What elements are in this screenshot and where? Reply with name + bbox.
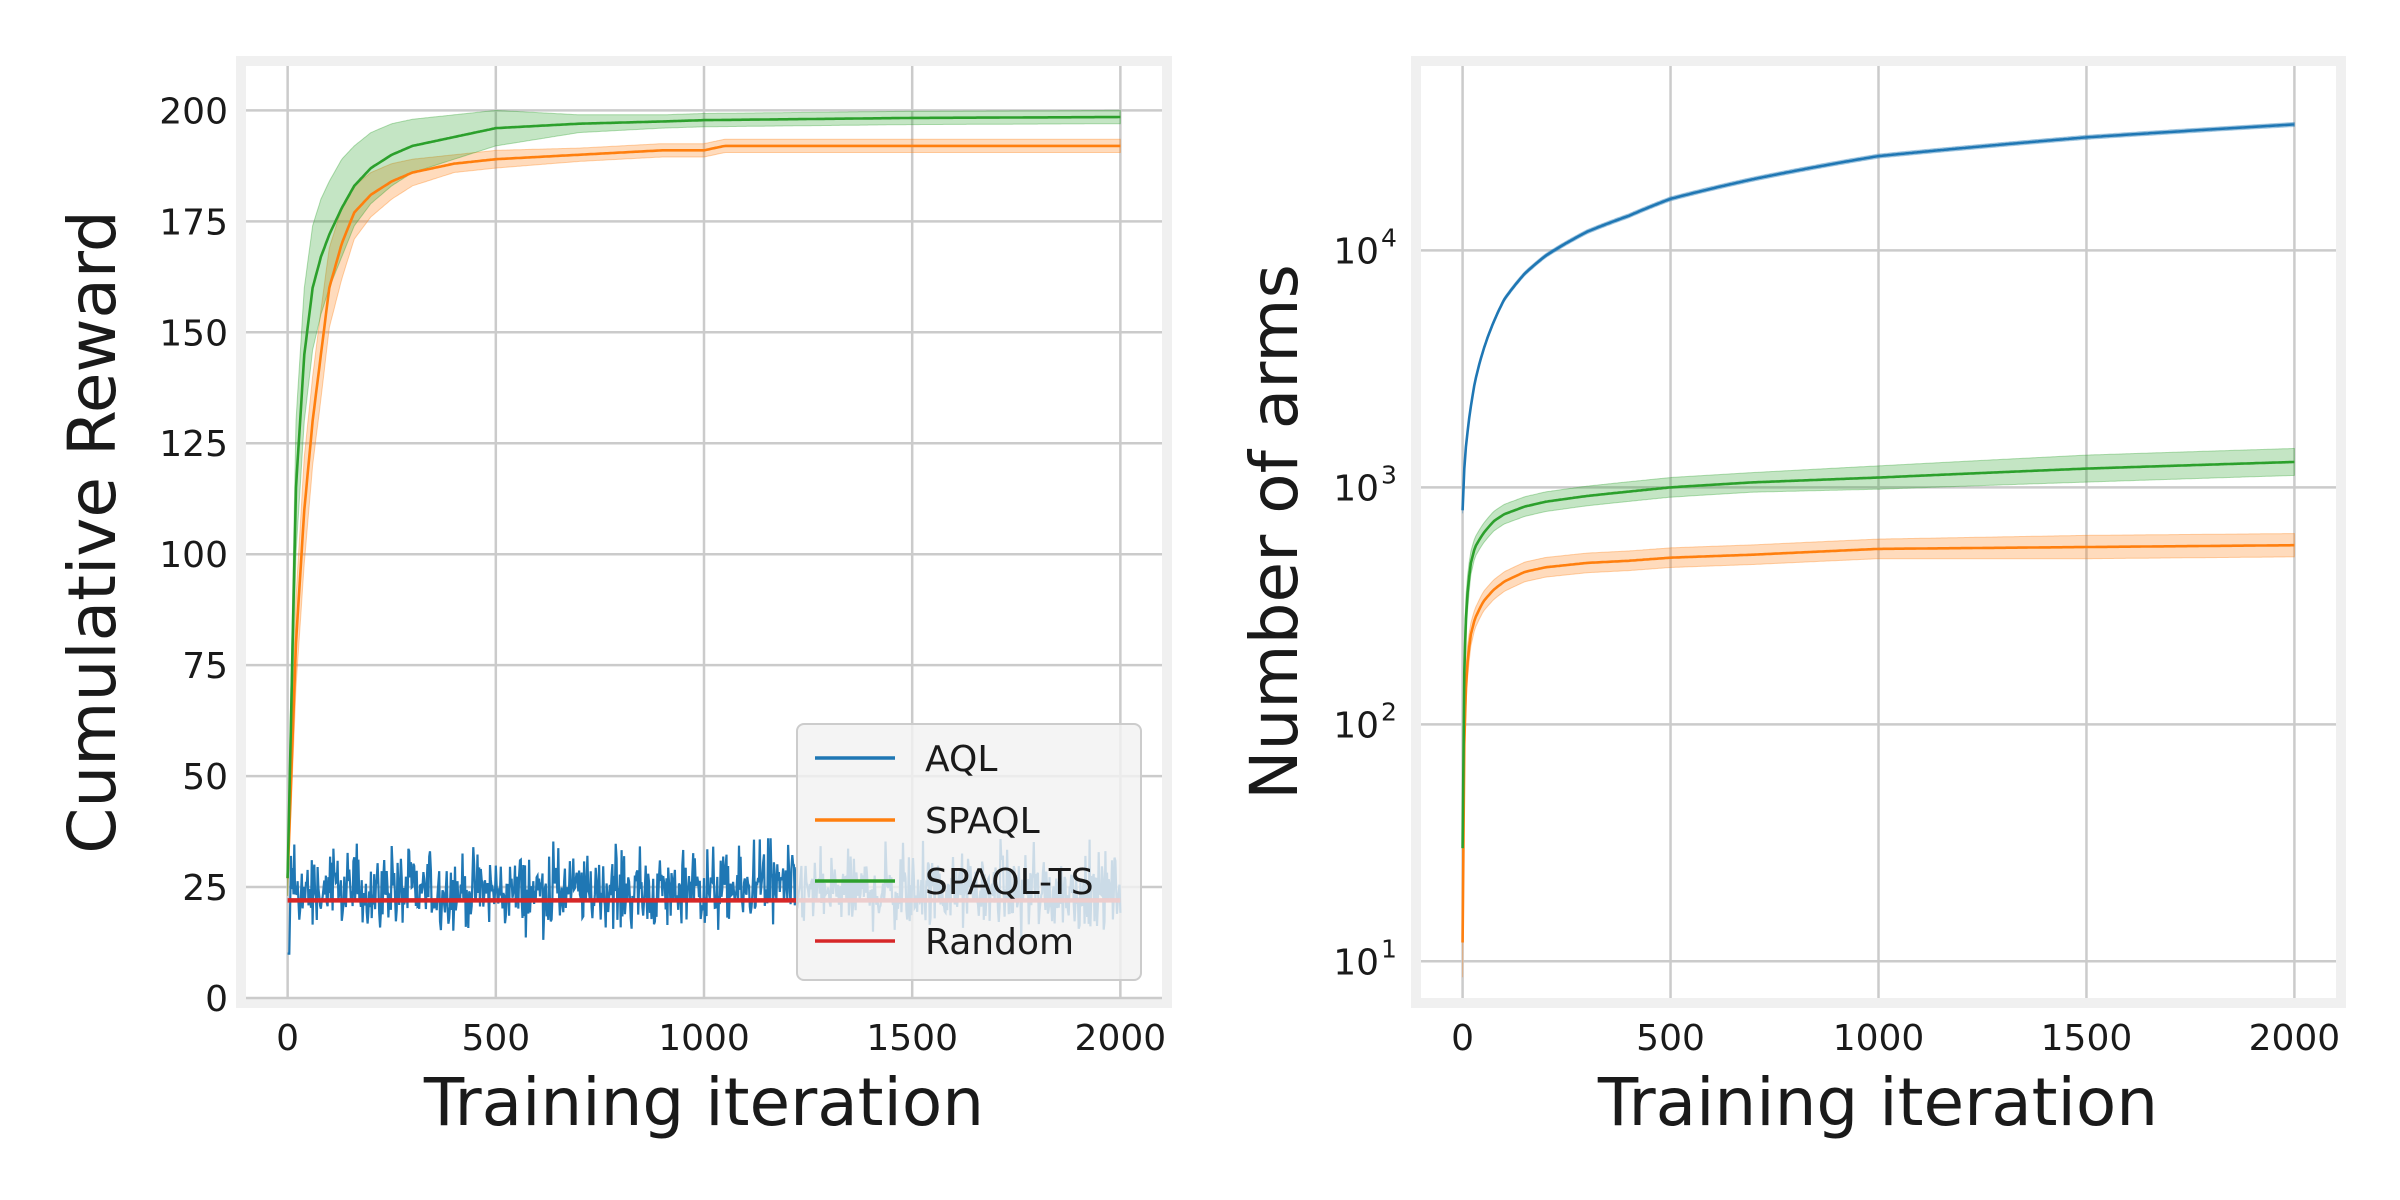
series-band-aql — [1462, 121, 2295, 514]
arms-confidence-bands — [1462, 121, 2295, 978]
arms-x-axis-label: Training iteration — [1597, 1064, 2158, 1141]
series-band-spaql-ts — [287, 109, 1121, 896]
x-tick-label: 1000 — [658, 1018, 750, 1059]
x-tick-label: 500 — [461, 1018, 530, 1059]
y-tick-label: 175 — [159, 202, 228, 243]
y-tick-label: 10 — [1333, 705, 1379, 746]
reward-x-tick-labels: 0 500 1000 1500 2000 — [276, 1018, 1166, 1059]
x-tick-label: 1500 — [2041, 1018, 2133, 1059]
y-tick-exponent: 3 — [1381, 460, 1397, 489]
y-tick-label: 150 — [159, 313, 228, 354]
x-tick-label: 0 — [276, 1018, 299, 1059]
series-line-spaql — [286, 144, 1121, 879]
y-tick-label: 10 — [1333, 468, 1379, 509]
x-tick-label: 1500 — [866, 1018, 958, 1059]
series-band-spaql — [1462, 532, 2295, 978]
arms-y-axis-label: Number of arms — [1236, 264, 1313, 800]
legend-label-random: Random — [925, 922, 1074, 963]
series-line-aql — [1461, 123, 2295, 511]
legend-label-spaql-ts: SPAQL-TS — [925, 862, 1094, 903]
series-line-spaql-ts — [286, 115, 1121, 879]
legend-label-spaql: SPAQL — [925, 801, 1040, 842]
reward-legend: AQL SPAQL SPAQL-TS Random — [796, 723, 1142, 981]
y-tick-label: 200 — [159, 91, 228, 132]
arms-series-lines — [1461, 123, 2295, 943]
reward-y-axis-label: Cumulative Reward — [54, 210, 131, 853]
reward-x-axis-label: Training iteration — [423, 1064, 984, 1141]
series-line-spaql-ts — [1461, 460, 2295, 849]
reward-confidence-bands — [287, 109, 1121, 896]
legend-label-aql: AQL — [925, 739, 997, 780]
y-tick-label: 0 — [205, 979, 228, 1020]
y-tick-exponent: 1 — [1381, 934, 1397, 963]
x-tick-label: 0 — [1451, 1018, 1474, 1059]
arms-grid — [1421, 66, 2336, 998]
series-band-spaql — [287, 138, 1121, 896]
y-tick-label: 25 — [182, 868, 228, 909]
y-tick-label: 100 — [159, 535, 228, 576]
x-tick-label: 1000 — [1833, 1018, 1925, 1059]
y-tick-label: 125 — [159, 424, 228, 465]
y-tick-label: 10 — [1333, 942, 1379, 983]
y-tick-label: 75 — [182, 646, 228, 687]
series-line-spaql — [1461, 543, 2295, 943]
x-tick-label: 2000 — [1075, 1018, 1167, 1059]
reward-y-tick-labels: 0 25 50 75 100 125 150 175 200 — [159, 91, 228, 1020]
y-tick-label: 10 — [1333, 231, 1379, 272]
y-tick-exponent: 4 — [1381, 223, 1397, 252]
x-tick-label: 500 — [1636, 1018, 1705, 1059]
x-tick-label: 2000 — [2249, 1018, 2341, 1059]
legend-box — [796, 723, 1142, 981]
arms-x-tick-labels: 0 500 1000 1500 2000 — [1451, 1018, 2340, 1059]
y-tick-label: 50 — [182, 757, 228, 798]
y-tick-exponent: 2 — [1381, 697, 1397, 726]
series-band-spaql-ts — [1462, 448, 2295, 883]
